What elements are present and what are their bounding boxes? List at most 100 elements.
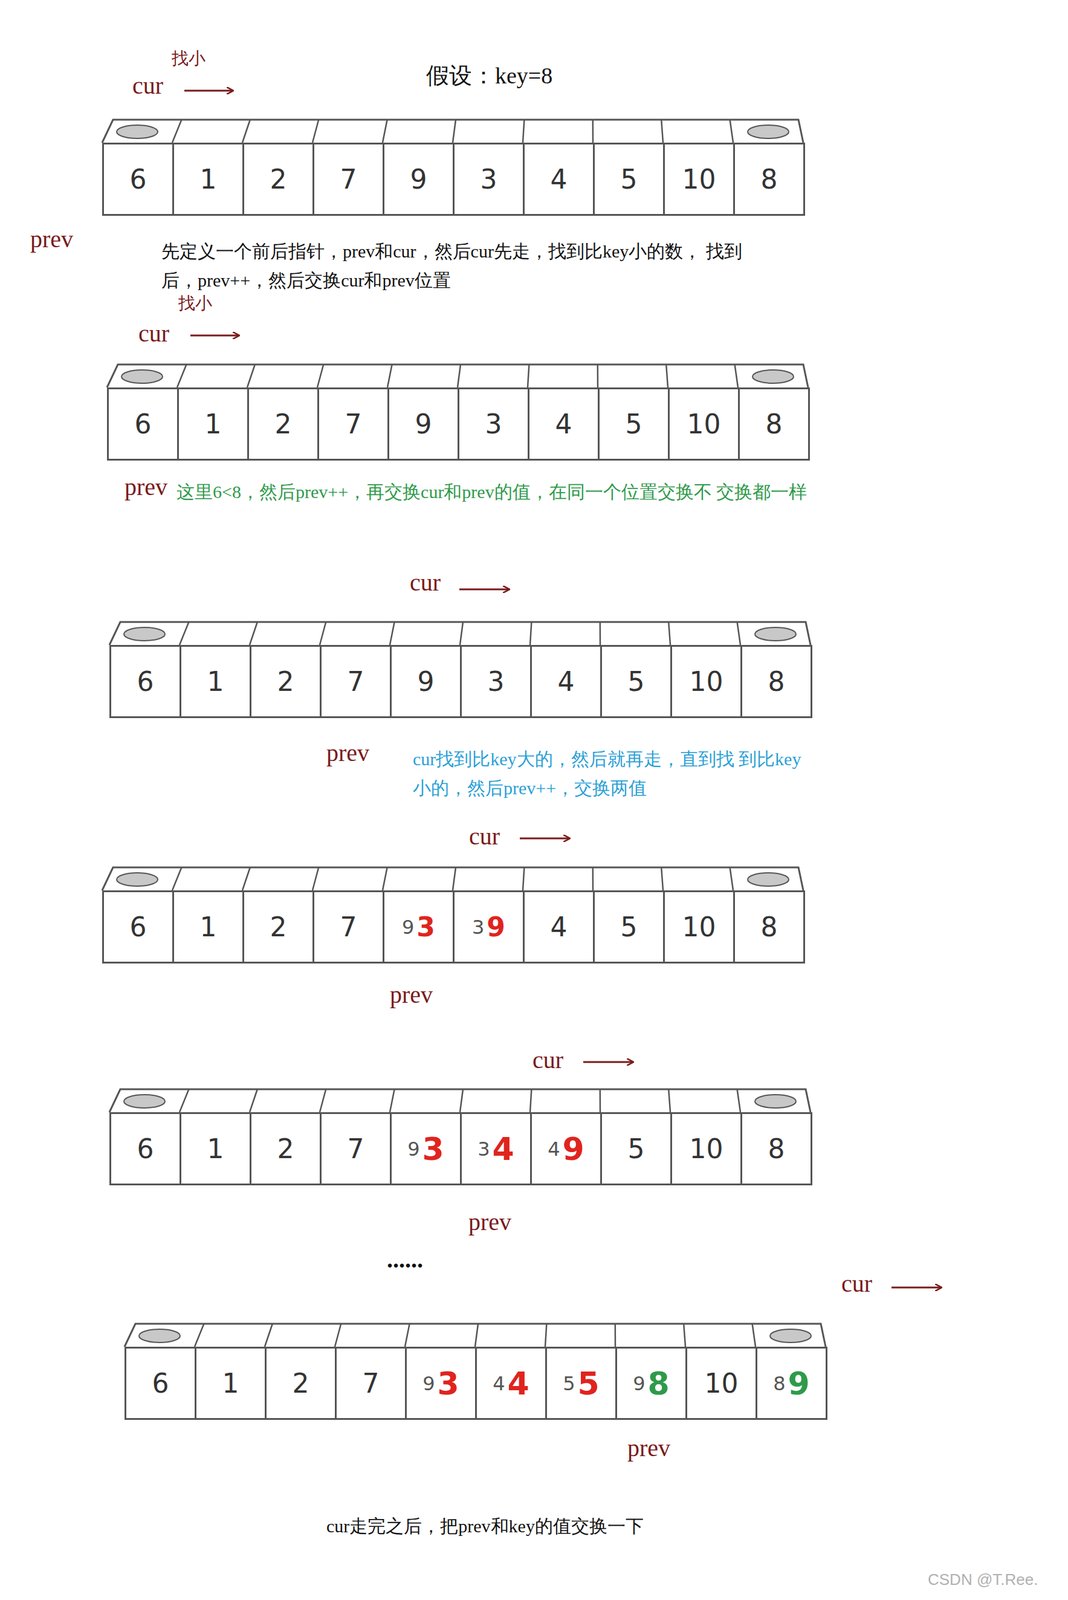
cell-value: 7 [340,163,358,195]
swapped-value: 9 [562,1130,585,1168]
cell-value: 3 [472,915,485,939]
pointer-label: prev [627,1433,671,1463]
rim-divider [599,621,602,645]
cell-value: 3 [487,666,505,697]
swapped-value: 8 [647,1365,670,1402]
rim-divider [530,621,532,645]
array-cell: 7 [312,890,385,964]
array-cell: 2 [264,1346,337,1420]
cell-value: 3 [480,163,498,195]
note: 先定义一个前后指针，prev和cur，然后cur先走，找到比key小的数， 找到… [161,236,772,295]
rim-divider [242,119,251,143]
cell-value: 1 [204,408,222,440]
note: cur找到比key大的，然后就再走，直到找 到比key小的，然后prev++，交… [412,744,812,803]
rim-divider [661,867,664,891]
array-cell: 49 [530,1112,602,1186]
rim-handle [754,627,797,641]
cur-arrow [891,1286,942,1289]
cell-value: 2 [292,1367,310,1399]
array-cell: 7 [319,1112,392,1186]
rim-divider [249,1089,258,1113]
rim-divider [668,621,671,645]
rim-divider [389,1089,395,1113]
cur-arrow [459,588,509,591]
cell-value: 7 [347,666,365,697]
rim-handle [121,369,163,384]
pointer-label: cur [409,568,441,597]
pointer-label: cur [841,1269,873,1298]
array-cell: 7 [319,644,392,719]
cell-value: 9 [415,408,433,440]
cell-value: 5 [620,911,638,943]
array-cell: 2 [249,1112,322,1186]
array-rim [109,621,811,645]
array-rim [106,364,809,388]
cell-value: 2 [270,163,288,195]
swapped-value: 4 [492,1130,515,1168]
cell-value: 10 [689,1133,724,1165]
array-cell: 6 [102,142,175,216]
array-cell: 2 [242,890,315,964]
cell-value: 4 [492,1372,505,1395]
array-cell: 93 [382,890,455,964]
note: 这里6<8，然后prev++，再交换cur和prev的值，在同一个位置交换不 交… [176,477,836,507]
cell-value: 3 [485,408,503,440]
array-cell: 2 [247,387,320,461]
array-cell: 7 [312,142,385,216]
array-cell: 1 [172,890,245,964]
rim-handle [747,125,789,139]
cell-value: 1 [207,666,225,697]
cell-value: 4 [555,408,573,440]
array-cell: 6 [109,644,182,719]
cell-value: 9 [407,1137,420,1161]
cell-value: 9 [410,163,428,195]
rim-divider [683,1323,686,1347]
pointer-label: cur [132,71,164,100]
rim-divider [522,867,525,891]
rim-divider [752,1323,756,1347]
rim-divider [264,1323,273,1347]
rim-divider [459,621,463,645]
cell-value: 5 [627,1133,645,1165]
cell-value: 9 [417,666,435,697]
rim-divider [737,621,741,645]
rim-divider [475,1323,479,1347]
cell-value: 4 [557,666,575,697]
array-cell: 89 [755,1346,828,1420]
array-cell: 10 [667,387,740,461]
pointer-label: cur [532,1045,564,1075]
cell-value: 6 [129,163,147,195]
rim-divider [599,1089,602,1113]
cell-value: 4 [547,1137,560,1161]
hint: 找小 [178,291,213,315]
swapped-value: 3 [437,1365,460,1402]
array-cell: 8 [737,387,810,461]
cell-value: 9 [422,1372,435,1395]
swapped-value: 3 [416,911,436,943]
array-cell: 10 [685,1346,758,1420]
rim-divider [247,364,256,388]
array-cell: 8 [733,142,806,216]
cell-value: 1 [200,911,217,943]
cell-value: 10 [682,911,717,943]
rim-divider [457,364,461,388]
cur-arrow [583,1061,633,1064]
rim-divider [730,867,734,891]
swapped-value: 4 [507,1365,530,1402]
cell-value: 8 [760,163,778,195]
rim-handle [752,369,794,384]
rim-divider [730,119,734,143]
cell-value: 9 [632,1372,645,1395]
cell-value: 6 [134,408,152,440]
array-cell: 4 [530,644,602,719]
cell-value: 7 [362,1367,380,1399]
hint: 找小 [171,47,206,71]
array-cell: 44 [475,1346,547,1420]
cell-value: 8 [768,666,786,697]
rim-divider [312,867,319,891]
cell-value: 2 [277,1133,295,1165]
cell-value: 5 [562,1372,575,1395]
pointer-label: prev [389,980,433,1009]
cell-value: 9 [401,915,415,939]
